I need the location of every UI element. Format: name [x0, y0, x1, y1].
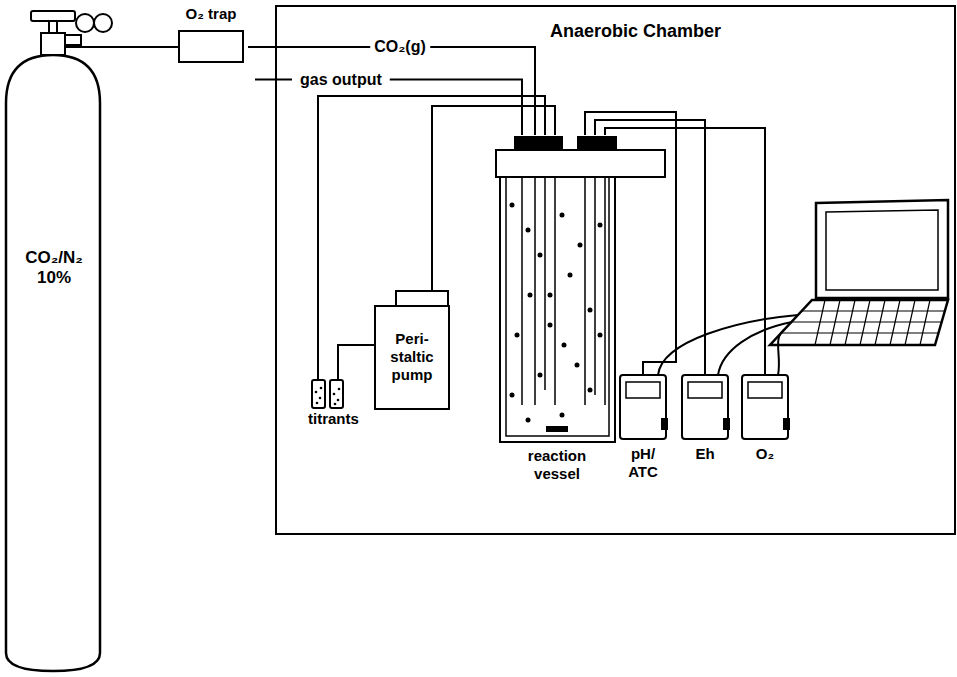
edge-label: CO₂(g): [370, 37, 430, 56]
node-label: reaction vessel: [517, 447, 597, 483]
node-label: CO₂/N₂ 10%: [19, 248, 89, 289]
tube-connector: [115, 46, 178, 48]
laptop: [770, 200, 948, 345]
oxygen-meter: O₂: [740, 375, 794, 485]
gas-cylinder-shape: [3, 3, 115, 675]
tube-connector: [595, 120, 705, 375]
meter-cables: [658, 315, 798, 375]
tube-connector: [605, 128, 765, 375]
tube-connector: [432, 106, 555, 290]
oxygen-meter-shape: [740, 375, 794, 485]
tube-connector: [248, 47, 535, 135]
node-label: pH/ ATC: [618, 445, 668, 481]
ph-meter: pH/ ATC: [618, 375, 672, 485]
tube-connector: [338, 345, 374, 380]
titrant-vials: titrants: [305, 380, 400, 432]
gas-cylinder: CO₂/N₂ 10%: [3, 3, 115, 675]
eh-meter-shape: [680, 375, 734, 485]
annotation-label: gas output: [296, 70, 386, 89]
node-label: Peri- staltic pump: [380, 330, 444, 384]
peristaltic-pump: Peri- staltic pump: [374, 290, 450, 410]
node-label: O₂: [740, 445, 790, 463]
oxygen-trap: O₂ trap: [178, 5, 248, 63]
tube-connector: [585, 112, 676, 375]
eh-meter: Eh: [680, 375, 734, 485]
node-label: Eh: [680, 445, 730, 463]
node-label: titrants: [308, 410, 398, 428]
node-label: O₂ trap: [178, 5, 244, 23]
